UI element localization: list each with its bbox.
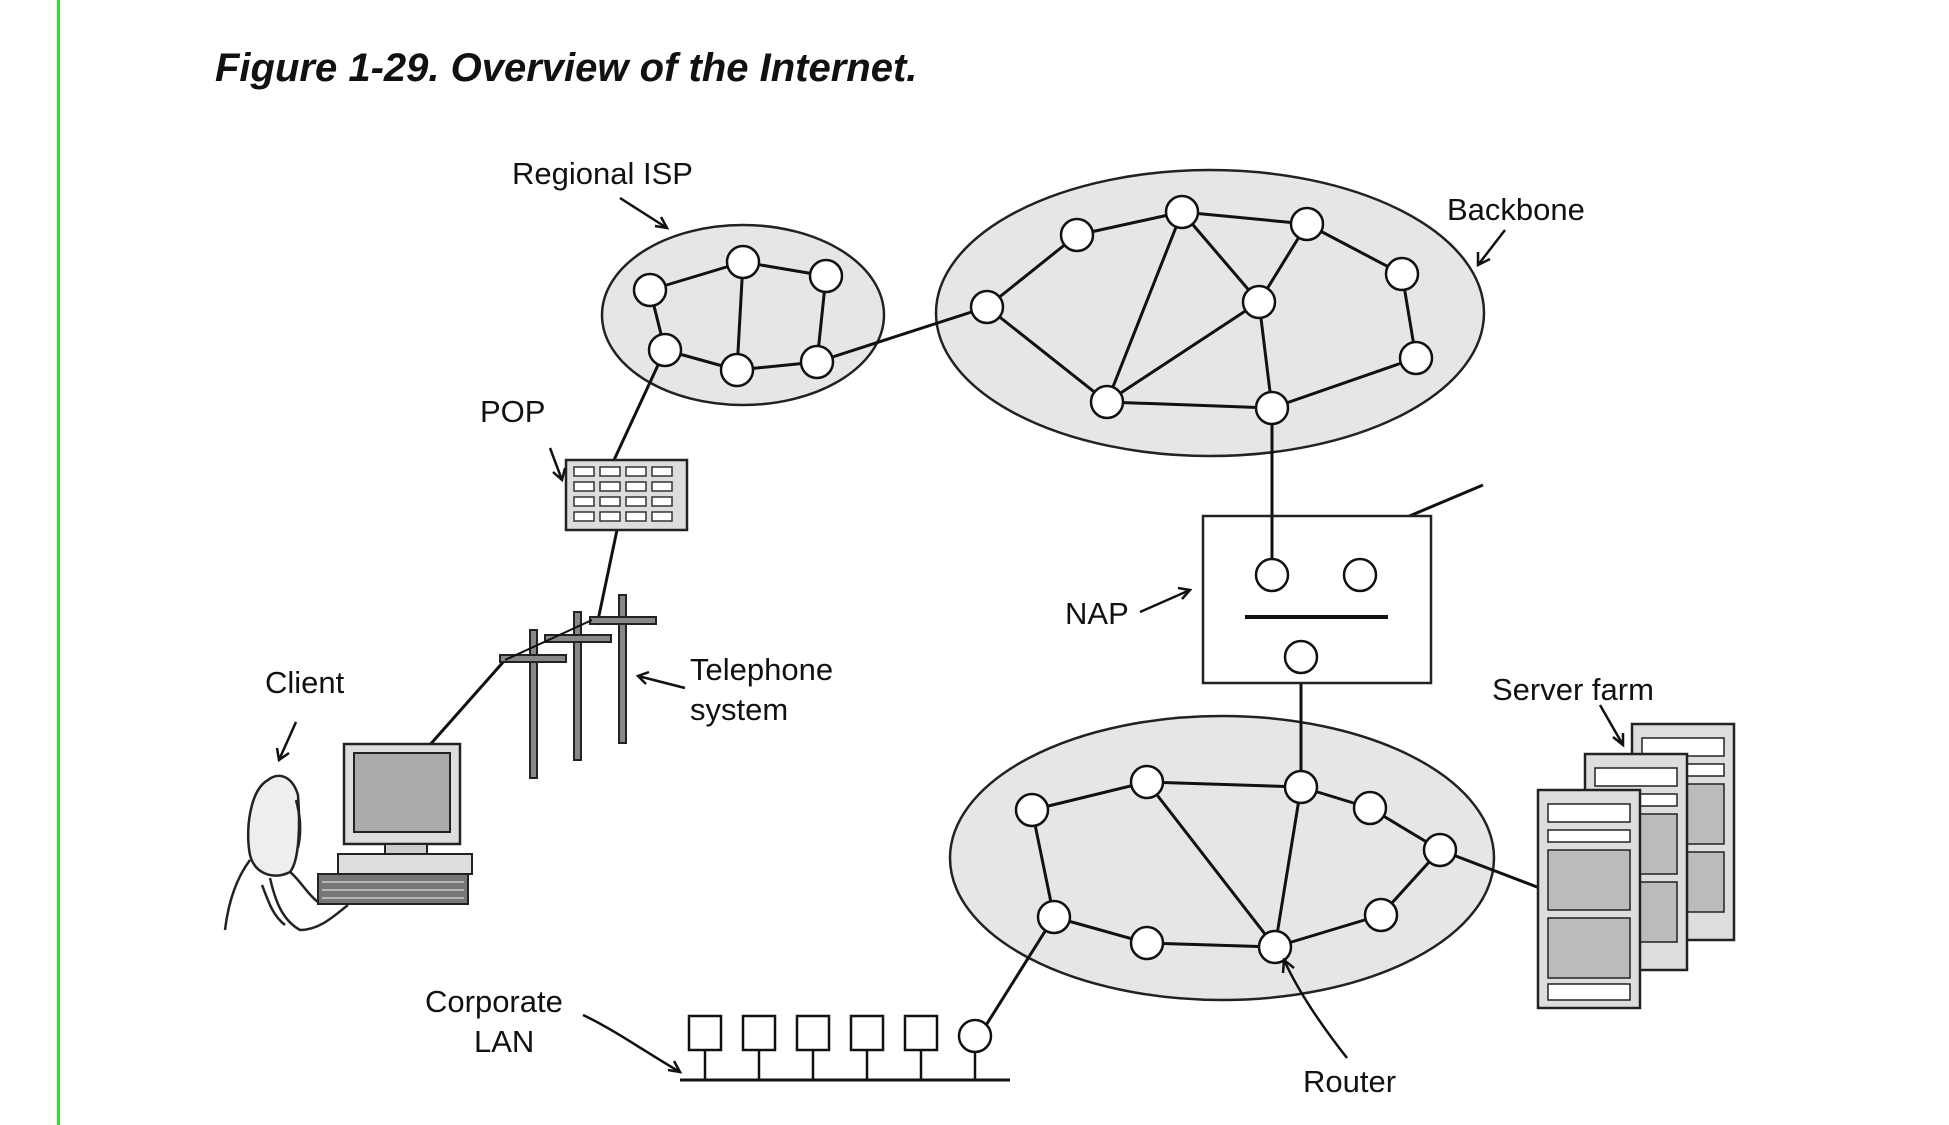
network-nodes bbox=[632, 194, 1458, 965]
node bbox=[719, 352, 755, 388]
node bbox=[1241, 284, 1277, 320]
label-system: system bbox=[690, 692, 788, 727]
label-backbone: Backbone bbox=[1447, 192, 1585, 227]
backbone-cloud bbox=[934, 168, 1486, 458]
node bbox=[647, 332, 683, 368]
corporate-lan bbox=[680, 1014, 1010, 1082]
lan-host-icon bbox=[687, 1014, 939, 1052]
node bbox=[632, 272, 668, 308]
node bbox=[1254, 390, 1290, 426]
label-server-farm: Server farm bbox=[1492, 672, 1654, 707]
computer-terminal-icon bbox=[317, 742, 473, 905]
label-corporate: Corporate bbox=[425, 984, 563, 1019]
node bbox=[1254, 557, 1290, 593]
annotation-arrows bbox=[275, 196, 1625, 1074]
node bbox=[808, 258, 844, 294]
node bbox=[969, 289, 1005, 325]
node bbox=[1422, 832, 1458, 868]
node bbox=[1059, 217, 1095, 253]
node bbox=[1363, 897, 1399, 933]
node bbox=[1164, 194, 1200, 230]
label-router: Router bbox=[1303, 1064, 1396, 1099]
node bbox=[1014, 792, 1050, 828]
nap-box bbox=[1201, 514, 1433, 685]
label-nap: NAP bbox=[1065, 596, 1129, 631]
node bbox=[957, 1018, 993, 1054]
node bbox=[1129, 764, 1165, 800]
label-telephone: Telephone bbox=[690, 652, 833, 687]
figure-caption: Figure 1-29. Overview of the Internet. bbox=[215, 46, 918, 90]
node bbox=[725, 244, 761, 280]
node bbox=[1257, 929, 1293, 965]
left-margin-rule bbox=[57, 0, 60, 1125]
node bbox=[1036, 899, 1072, 935]
node bbox=[1342, 557, 1378, 593]
node bbox=[1352, 790, 1388, 826]
node bbox=[1384, 256, 1420, 292]
person-icon bbox=[223, 774, 349, 932]
server-rack-icon bbox=[1536, 722, 1736, 1010]
telephone-pole-icon bbox=[499, 594, 657, 779]
node bbox=[1089, 384, 1125, 420]
label-client: Client bbox=[265, 665, 345, 700]
node bbox=[1129, 925, 1165, 961]
node bbox=[1289, 206, 1325, 242]
node bbox=[799, 344, 835, 380]
label-lan: LAN bbox=[474, 1024, 534, 1059]
node bbox=[1283, 769, 1319, 805]
node bbox=[1398, 340, 1434, 376]
regional-network-cloud bbox=[948, 714, 1496, 1002]
label-regional-isp: Regional ISP bbox=[512, 156, 693, 191]
node bbox=[1283, 639, 1319, 675]
label-pop: POP bbox=[480, 394, 545, 429]
pop-switch-icon bbox=[564, 458, 689, 532]
